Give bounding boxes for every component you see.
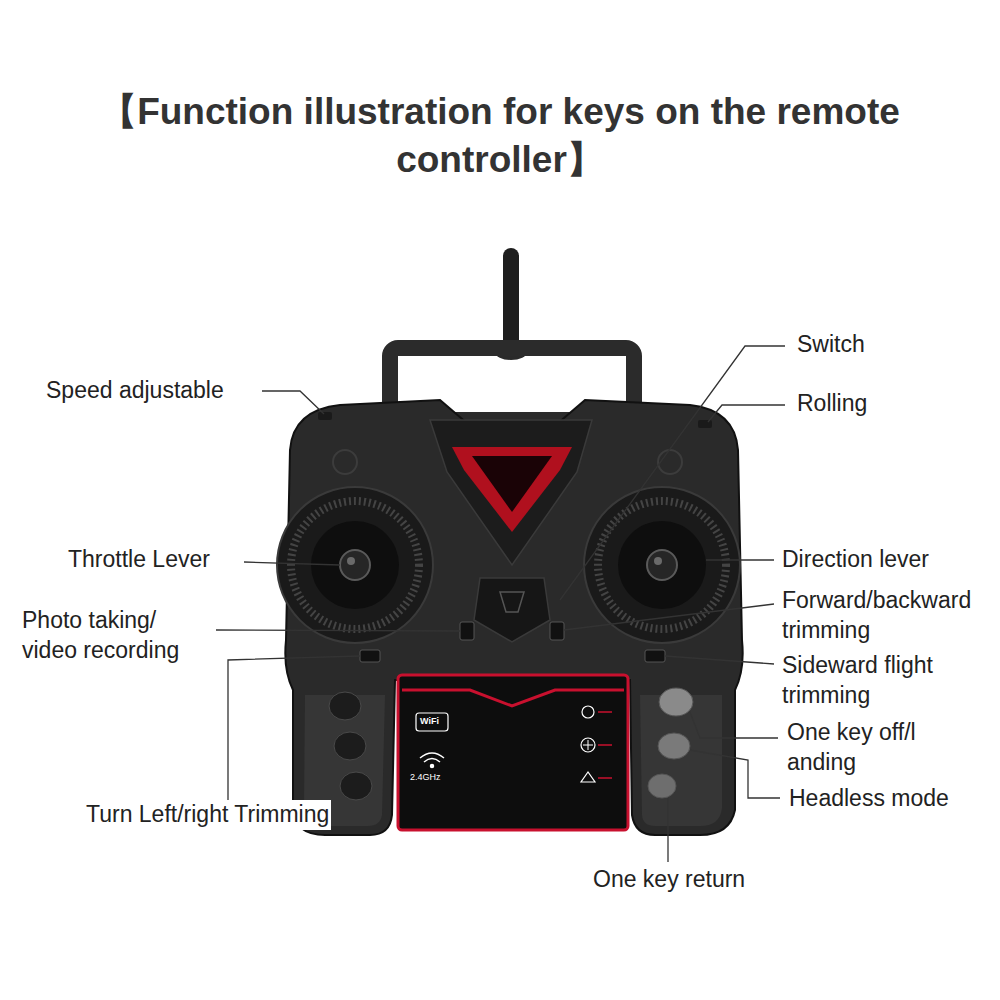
screen-accent	[402, 690, 624, 706]
throttle-stick	[277, 487, 433, 643]
throttle-label: Throttle Lever	[68, 545, 210, 575]
wifi-symbol	[420, 753, 444, 768]
switch-label: Switch	[797, 330, 865, 360]
trim-switch	[645, 650, 665, 662]
switch-mark	[500, 592, 524, 612]
takeoff-button	[659, 688, 693, 716]
forward-trim-label: Forward/backward trimming	[782, 586, 994, 646]
rolling-label: Rolling	[797, 389, 867, 419]
screen-icons	[581, 706, 612, 782]
direction-stick	[584, 487, 740, 643]
left-button	[340, 772, 372, 800]
direction-label: Direction lever	[782, 545, 929, 575]
trim-switch	[550, 622, 564, 640]
turn-trim-label: Turn Left/right Trimming	[84, 800, 331, 830]
return-button	[648, 774, 676, 798]
title: 【Function illustration for keys on the r…	[90, 88, 910, 184]
sideward-trim-label: Sideward flight trimming	[782, 651, 982, 711]
trim-switch	[360, 650, 380, 662]
power-switch	[474, 578, 550, 642]
lcd-screen	[398, 675, 628, 830]
speed-label: Speed adjustable	[46, 376, 224, 406]
wifi-box	[416, 713, 448, 731]
decor-circle	[333, 450, 357, 474]
emblem-inner	[472, 456, 552, 512]
leader-lines	[216, 346, 785, 862]
left-button	[334, 732, 366, 760]
left-button	[329, 692, 361, 720]
rolling-button	[698, 420, 712, 428]
decor-circle	[658, 450, 682, 474]
headless-button	[658, 733, 690, 759]
trim-switch	[460, 622, 474, 640]
red-emblem	[452, 447, 572, 532]
photo-label: Photo taking/ video recording	[22, 606, 217, 666]
takeoff-label: One key off/l anding	[787, 718, 947, 778]
screen-text: 2.4GHz	[410, 772, 441, 784]
center-panel	[430, 420, 592, 565]
speed-button	[318, 412, 332, 420]
headless-label: Headless mode	[789, 784, 949, 814]
screen-text: WiFi	[420, 716, 439, 728]
return-label: One key return	[593, 865, 745, 895]
